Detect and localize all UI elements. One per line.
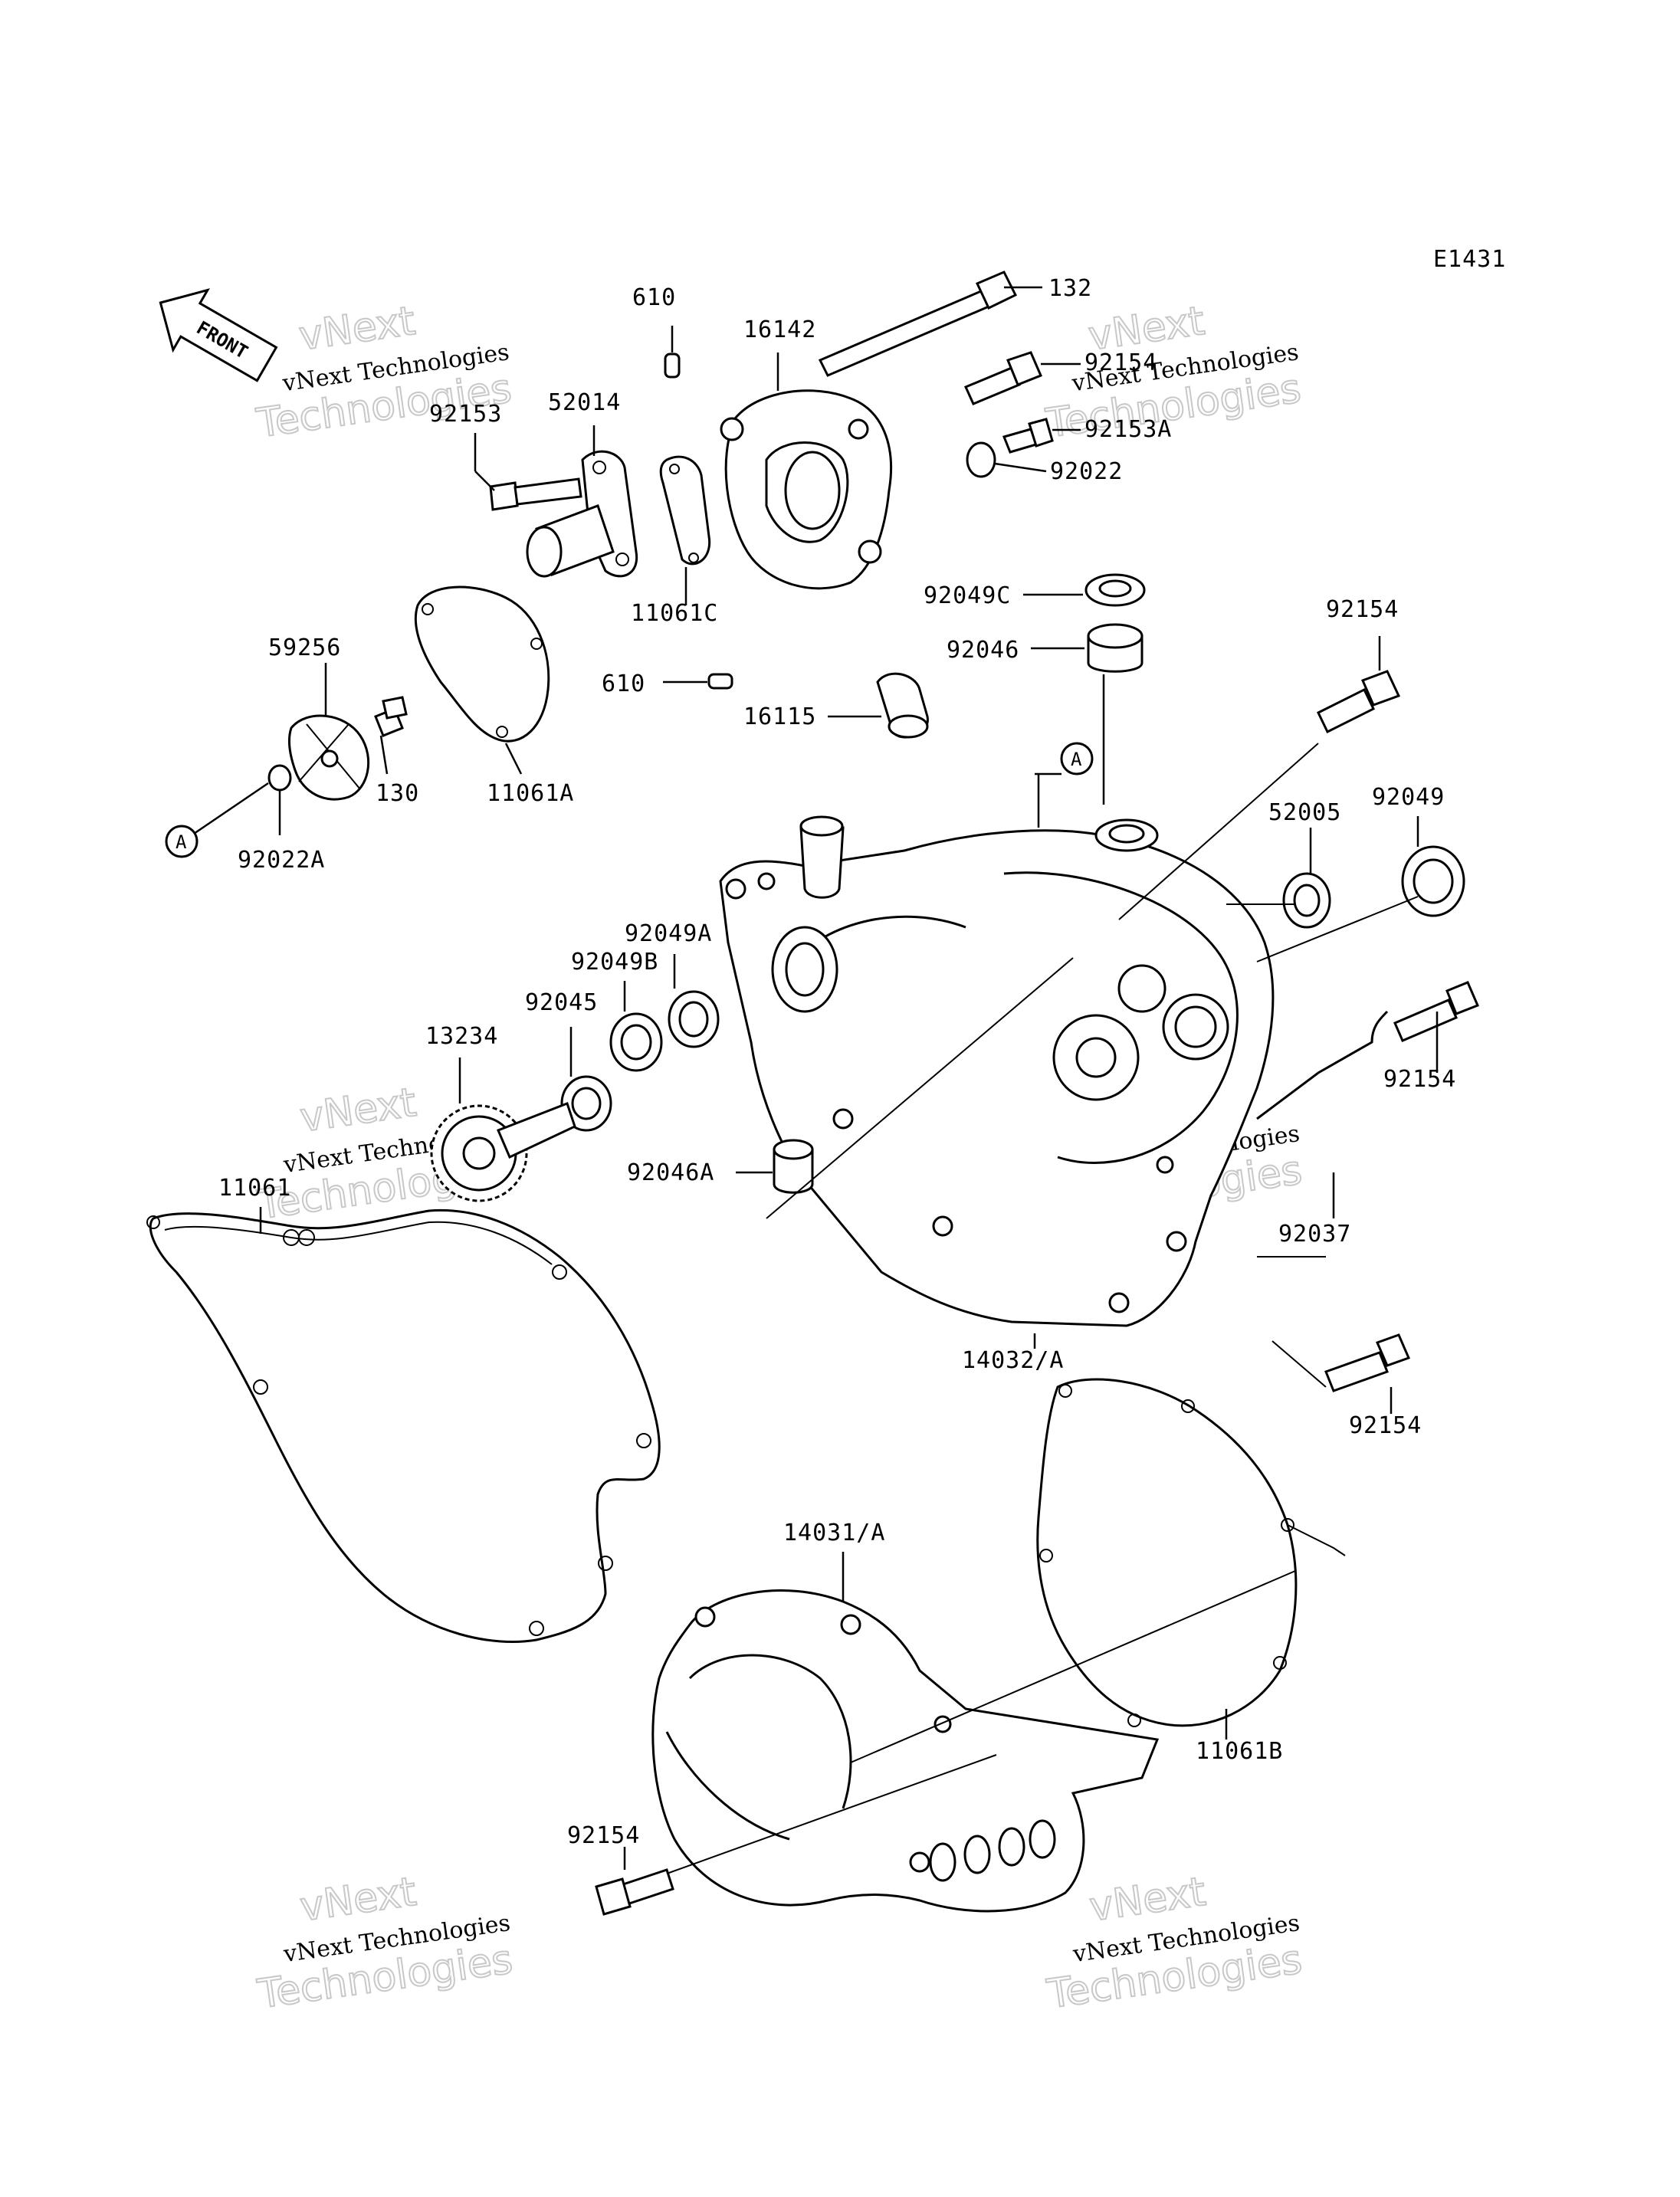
dowel-pin-610-bottom [707, 673, 733, 690]
bolt-92154-lower [1324, 1333, 1411, 1392]
label-14032a: 14032/A [962, 1347, 1064, 1374]
ref-marker-a-right: A [1060, 742, 1094, 776]
label-92154-right: 92154 [1326, 596, 1399, 623]
bolt-92153a [1002, 418, 1054, 454]
label-92045: 92045 [525, 989, 598, 1016]
gasket-11061a [414, 585, 550, 743]
label-11061b: 11061B [1196, 1738, 1283, 1765]
label-92046: 92046 [947, 637, 1019, 664]
bolt-92154-bottom [595, 1868, 674, 1916]
label-92049a: 92049A [625, 920, 712, 947]
oil-seal-92049 [1401, 845, 1465, 917]
label-92022: 92022 [1050, 458, 1123, 485]
label-92154-bottom: 92154 [567, 1822, 640, 1849]
label-92049: 92049 [1372, 784, 1445, 811]
bolt-92154-right [1317, 670, 1401, 734]
label-11061c: 11061C [631, 600, 718, 627]
water-pump-cover [720, 389, 893, 590]
label-11061: 11061 [218, 1175, 291, 1202]
front-arrow-icon: FRONT [159, 288, 278, 382]
watermark-line1: vNext [297, 1869, 419, 1931]
gasket-11061c [659, 455, 711, 566]
needle-bearing-92046 [1087, 623, 1144, 673]
label-92154-mid: 92154 [1383, 1066, 1456, 1093]
leader-lines [191, 286, 1439, 1874]
label-11061a: 11061A [487, 780, 574, 807]
oil-seal-92049b [609, 1012, 663, 1072]
label-13234: 13234 [425, 1023, 498, 1050]
bolt-130 [374, 696, 408, 737]
label-92037: 92037 [1278, 1221, 1351, 1248]
diagram-code: E1431 [1433, 246, 1506, 273]
label-610-bottom: 610 [602, 671, 645, 697]
bolt-92153 [489, 477, 582, 511]
label-92022a: 92022A [238, 847, 325, 874]
label-610-top: 610 [632, 284, 676, 311]
bolt-92154-mid [1393, 981, 1479, 1042]
label-16142: 16142 [743, 316, 816, 343]
magneto-cover-14031a [651, 1589, 1160, 1913]
svg-text:A: A [176, 831, 187, 853]
label-16115: 16115 [743, 703, 816, 730]
label-92153: 92153 [429, 401, 502, 428]
label-92049b: 92049B [571, 949, 658, 976]
watermark-bottom-left: vNext vNext Technologies Technologies [254, 1868, 516, 2018]
clutch-cover-14032a [719, 815, 1275, 1327]
bearing-92045 [560, 1075, 612, 1132]
oil-seal-92049a [668, 990, 720, 1048]
label-92046a: 92046A [627, 1159, 714, 1186]
label-92153a: 92153A [1084, 416, 1172, 443]
bolt-92154-top [963, 351, 1042, 405]
label-92049c: 92049C [924, 582, 1011, 609]
label-132: 132 [1048, 275, 1092, 302]
label-52005: 52005 [1268, 799, 1341, 826]
needle-bearing-92046a [773, 1139, 814, 1194]
label-14031a: 14031/A [783, 1520, 885, 1546]
ref-marker-a-left: A [165, 825, 199, 858]
oil-seal-92049c [1084, 573, 1146, 607]
washer-92022a [267, 764, 292, 792]
svg-text:A: A [1071, 749, 1082, 770]
gasket-11061b [1036, 1378, 1298, 1727]
label-92154-top: 92154 [1084, 349, 1157, 376]
label-52014: 52014 [548, 389, 621, 416]
watermark-line1: vNext [1087, 1869, 1209, 1931]
watermark-line1: vNext [297, 1080, 419, 1142]
dowel-pin-610-top [664, 353, 681, 379]
label-59256: 59256 [268, 635, 341, 661]
bolt-132 [818, 271, 1018, 377]
hose-clamp-92037 [1256, 1010, 1389, 1120]
gear-13234 [430, 1102, 576, 1202]
oil-filler-plug-16115 [876, 672, 929, 739]
watermark-top-right: vNext vNext Technologies Technologies [1042, 297, 1304, 448]
impeller-59256 [288, 714, 370, 801]
label-92154-lower: 92154 [1349, 1412, 1422, 1439]
label-130: 130 [376, 780, 419, 807]
bearing-52005 [1282, 872, 1331, 929]
gasket-11061 [149, 1208, 661, 1643]
water-pipe-52014 [526, 450, 638, 578]
washer-92022 [966, 441, 996, 478]
part-labels: 132 610 16142 92154 52014 92153 92153A 9… [218, 275, 1456, 1849]
watermark-line1: vNext [297, 298, 418, 360]
